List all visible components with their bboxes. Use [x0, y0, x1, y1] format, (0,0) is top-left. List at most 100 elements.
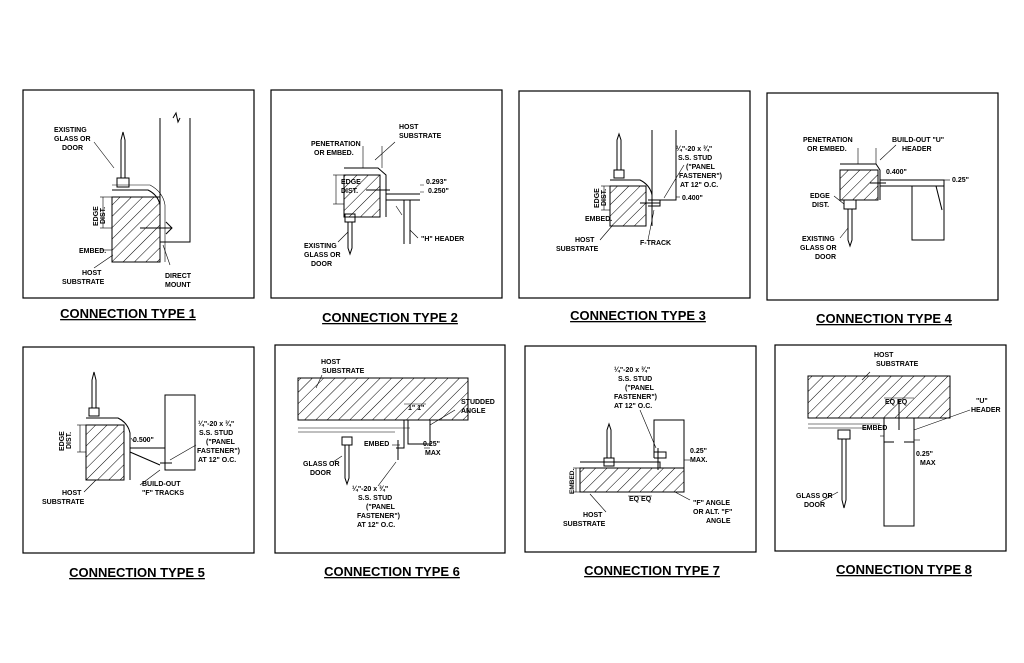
stud-label-line4: FASTENER"): [357, 513, 400, 520]
stud-label-line5: AT 12" O.C.: [680, 182, 718, 189]
stud-label-line1: ¼"-20 x ¾": [198, 420, 234, 428]
edge-label-line2: DIST.: [341, 188, 358, 195]
edge-label-line2: DIST.: [601, 189, 608, 206]
host-label-line1: HOST: [321, 359, 341, 366]
panel-connection-type-7: ¼"-20 x ¾" S.S. STUD ("PANEL FASTENER") …: [524, 345, 757, 578]
panel-connection-type-5: EDGE DIST. 0.500" ¼"-20 x ¾" S.S. STUD (…: [22, 346, 255, 580]
dim2-label: 0.25": [952, 177, 969, 184]
host-label-line2: SUBSTRATE: [62, 279, 105, 286]
stud-label-line2: S.S. STUD: [199, 430, 233, 437]
embed-label: EMBED: [364, 441, 389, 448]
stud-label-line5: AT 12" O.C.: [357, 522, 395, 529]
caption-type-2: CONNECTION TYPE 2: [322, 310, 458, 325]
stud-label-line3: ("PANEL: [206, 439, 236, 446]
max-label-line2: MAX.: [690, 457, 708, 464]
host-label-line1: HOST: [62, 490, 82, 497]
header-label-line2: HEADER: [971, 407, 1001, 414]
dim-label: 0.500": [133, 437, 154, 444]
angle-label-line1: STUDDED: [461, 399, 495, 406]
stud-label-line2: S.S. STUD: [618, 376, 652, 383]
host-label-line2: SUBSTRATE: [876, 361, 919, 368]
glass-label-line3: DOOR: [815, 254, 836, 261]
host-label-line2: SUBSTRATE: [563, 521, 606, 528]
stud-label-line2: S.S. STUD: [358, 495, 392, 502]
stud-label-line4: FASTENER"): [679, 173, 722, 180]
stud-label-line1: ¼"-20 x ¾": [614, 366, 650, 374]
host-label-line2: SUBSTRATE: [42, 499, 85, 506]
edge-label-line1: EDGE: [59, 431, 66, 451]
track-label: F-TRACK: [640, 240, 671, 247]
host-label-line1: HOST: [583, 512, 603, 519]
pen-label-line2: OR EMBED.: [314, 150, 354, 157]
stud-label-line5: AT 12" O.C.: [614, 403, 652, 410]
caption-type-8: CONNECTION TYPE 8: [836, 562, 972, 577]
dim1-label: 0.293": [426, 179, 447, 186]
host-label-line2: SUBSTRATE: [556, 246, 599, 253]
edge-label-line2: DIST.: [100, 207, 107, 224]
embed-label: EMBED.: [79, 248, 106, 255]
stud-label-line4: FASTENER"): [614, 394, 657, 401]
host-label-line1: HOST: [82, 270, 102, 277]
pen-label-line2: OR EMBED.: [807, 146, 847, 153]
eq-label: EQ EQ: [885, 399, 908, 406]
edge-label-line1: EDGE: [810, 193, 830, 200]
edge-label-line2: DIST.: [66, 432, 73, 449]
stud-label-line1: ¼"-20 x ¾": [676, 145, 712, 153]
stud-label-line3: ("PANEL: [366, 504, 396, 511]
angle-label-line2: ANGLE: [461, 408, 486, 415]
max-label-line1: 0.25": [916, 451, 933, 458]
glass-label-line2: GLASS OR: [800, 245, 837, 252]
header-label-line2: HEADER: [902, 146, 932, 153]
host-label-line2: SUBSTRATE: [399, 133, 442, 140]
glass-label-line1: EXISTING: [304, 243, 337, 250]
stud-label-line2: S.S. STUD: [678, 155, 712, 162]
panel-connection-type-4: PENETRATION OR EMBED. BUILD-OUT "U" HEAD…: [766, 92, 999, 326]
stud-label-line3: ("PANEL: [686, 164, 716, 171]
glass-label-line2: DOOR: [804, 502, 825, 509]
stud-label-line1: ¼"-20 x ¾": [352, 485, 388, 493]
host-label-line1: HOST: [399, 124, 419, 131]
header-label: "H" HEADER: [421, 236, 464, 243]
edge-label-line2: DIST.: [812, 202, 829, 209]
dim-label: 0.400": [682, 195, 703, 202]
angle-label-line3: ANGLE: [706, 518, 731, 525]
glass-label-line2: GLASS OR: [54, 136, 91, 143]
edge-label-line1: EDGE: [93, 206, 100, 226]
embed-label: EMBED.: [569, 469, 576, 494]
header-label-line1: BUILD-OUT "U": [892, 137, 944, 144]
panel-connection-type-6: HOST SUBSTRATE 1" 1" STUDDED ANGLE EMBED…: [274, 344, 506, 579]
angle-label-line2: OR ALT. "F": [693, 509, 732, 516]
stud-label-line3: ("PANEL: [625, 385, 655, 392]
max-label-line1: 0.25": [690, 448, 707, 455]
caption-type-4: CONNECTION TYPE 4: [816, 311, 953, 326]
edge-label-line1: EDGE: [341, 179, 361, 186]
header-label-line1: "U": [976, 398, 988, 405]
embed-label: EMBED.: [585, 216, 612, 223]
angle-label-line1: "F" ANGLE: [693, 500, 730, 507]
tracks-label-line1: BUILD-OUT: [142, 481, 181, 488]
stud-label-line5: AT 12" O.C.: [198, 457, 236, 464]
caption-type-7: CONNECTION TYPE 7: [584, 563, 720, 578]
glass-label-line1: EXISTING: [54, 127, 87, 134]
caption-type-1: CONNECTION TYPE 1: [60, 306, 196, 321]
tracks-label-line2: "F" TRACKS: [142, 490, 184, 497]
glass-label-line1: GLASS OR: [303, 461, 340, 468]
caption-type-5: CONNECTION TYPE 5: [69, 565, 205, 580]
caption-type-3: CONNECTION TYPE 3: [570, 308, 706, 323]
mount-label-line2: MOUNT: [165, 282, 191, 289]
panel-connection-type-3: ¼"-20 x ¾" S.S. STUD ("PANEL FASTENER") …: [518, 90, 751, 323]
glass-label-line3: DOOR: [62, 145, 83, 152]
host-label-line1: HOST: [575, 237, 595, 244]
max-label-line2: MAX: [425, 450, 441, 457]
host-label-line1: HOST: [874, 352, 894, 359]
embed-label: EMBED: [862, 425, 887, 432]
eq-label: EQ EQ: [629, 496, 652, 503]
pen-label-line1: PENETRATION: [311, 141, 361, 148]
max-label-line2: MAX: [920, 460, 936, 467]
glass-label-line2: GLASS OR: [304, 252, 341, 259]
glass-label-line2: DOOR: [310, 470, 331, 477]
dims-label: 1" 1": [408, 405, 424, 412]
glass-label-line1: GLASS OR: [796, 493, 833, 500]
glass-label-line1: EXISTING: [802, 236, 835, 243]
